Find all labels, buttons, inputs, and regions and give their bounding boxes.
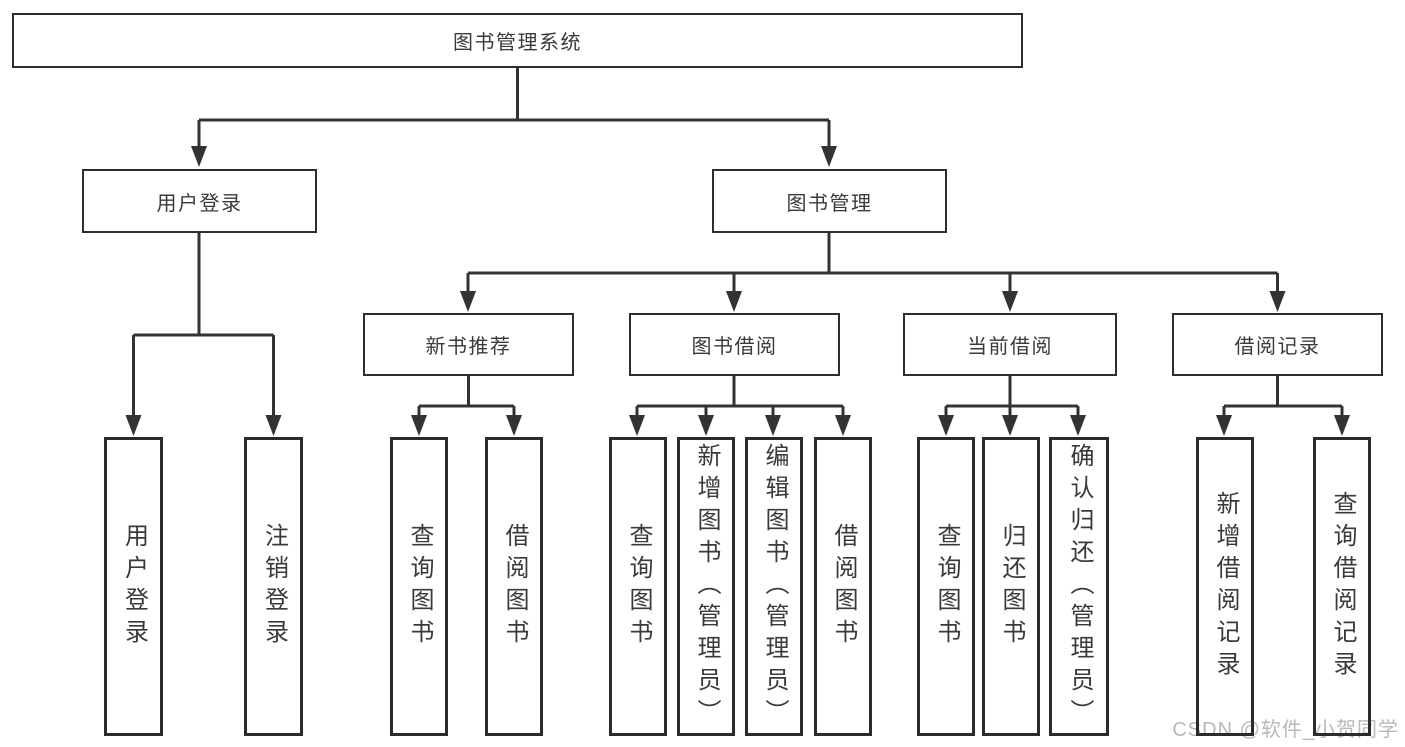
leaf-label: 查询图书 [933, 522, 960, 651]
node-new-book-recommendation: 新书推荐 [363, 313, 574, 376]
leaf-label: 查询图书 [406, 522, 433, 651]
leaf-add-book-admin: 新增图书（管理员） [677, 437, 735, 736]
node-book-management: 图书管理 [712, 169, 947, 233]
leaf-confirm-return-admin: 确认归还（管理员） [1049, 437, 1109, 736]
leaf-logout-label: 注销登录 [260, 522, 288, 651]
leaf-query-borrow-record: 查询借阅记录 [1313, 437, 1371, 736]
leaf-borrow-books-recommend: 借阅图书 [485, 437, 543, 736]
leaf-label: 编辑图书（管理员） [761, 442, 788, 731]
csdn-watermark: CSDN @软件_小贺同学 [1172, 719, 1399, 741]
node-borrowing-records: 借阅记录 [1172, 313, 1383, 376]
leaf-label: 确认归还（管理员） [1066, 442, 1093, 731]
node-system-root: 图书管理系统 [12, 13, 1023, 68]
leaf-add-borrow-record: 新增借阅记录 [1196, 437, 1254, 736]
leaf-return-book: 归还图书 [982, 437, 1040, 736]
leaf-user-login: 用户登录 [104, 437, 163, 736]
node-user-login: 用户登录 [82, 169, 317, 233]
leaf-query-books-current: 查询图书 [917, 437, 975, 736]
leaf-label: 借阅图书 [830, 522, 857, 651]
leaf-label: 查询借阅记录 [1329, 490, 1356, 683]
leaf-logout: 注销登录 [244, 437, 303, 736]
arrowhead-icons [125, 146, 1350, 436]
leaf-edit-book-admin: 编辑图书（管理员） [745, 437, 803, 736]
leaf-query-books-borrowing: 查询图书 [609, 437, 667, 736]
leaf-borrow-books-borrowing: 借阅图书 [814, 437, 872, 736]
node-book-borrowing: 图书借阅 [629, 313, 840, 376]
leaf-label: 新增借阅记录 [1212, 490, 1239, 683]
leaf-user-login-label: 用户登录 [120, 522, 148, 651]
leaf-query-books-recommend: 查询图书 [390, 437, 448, 736]
node-current-borrowing: 当前借阅 [903, 313, 1117, 376]
leaf-label: 查询图书 [625, 522, 652, 651]
leaf-label: 新增图书（管理员） [693, 442, 720, 731]
leaf-label: 借阅图书 [501, 522, 528, 651]
leaf-label: 归还图书 [998, 522, 1025, 651]
